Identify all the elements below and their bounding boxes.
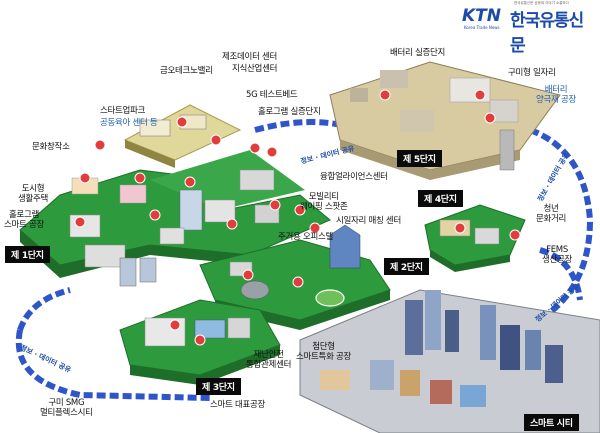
ktn-logo-mark: KTN bbox=[462, 6, 501, 26]
logo-tagline: 한국유통신문 공동체 이야기 소통하다 bbox=[514, 1, 569, 5]
label-fems: FEMS 생산공장 bbox=[542, 245, 573, 265]
label-geumo-techno-valley: 금오테크노밸리 bbox=[160, 66, 213, 76]
district-1-tag: 제 1단지 bbox=[5, 246, 50, 263]
data-sharing-road bbox=[15, 119, 594, 401]
label-5g-test-bed: 5G 테스트베드 bbox=[246, 90, 298, 100]
logo-mark-subtitle: Korea Trade News bbox=[464, 25, 500, 30]
label-mobility-spot: 모빌리티 웨이핑 스팟존 bbox=[300, 192, 348, 212]
label-startup-park-sub: 공동육아 센터 등 bbox=[100, 118, 158, 128]
label-urban-housing: 도시형 생활주택 bbox=[18, 184, 49, 204]
techno-valley-block bbox=[123, 104, 242, 168]
district-2-tag: 제 2단지 bbox=[384, 258, 429, 275]
newspaper-logo: 한국유통신문 공동체 이야기 소통하다 KTN Korea Trade News… bbox=[458, 1, 596, 56]
label-manufacturing-data-center: 제조데이터 센터 bbox=[222, 52, 278, 62]
label-startup-park: 스타트업파크 bbox=[100, 106, 146, 116]
label-convergence-alliance: 융합얼라이언스센터 bbox=[320, 172, 388, 182]
label-gumi-job: 구미형 일자리 bbox=[508, 68, 556, 78]
smart-city-tag: 스마트 시티 bbox=[524, 414, 579, 431]
label-culture-creation: 문화창작소 bbox=[32, 142, 70, 152]
label-battery-complex: 배터리 실증단지 bbox=[390, 48, 446, 58]
newspaper-name: 한국유통신문 bbox=[510, 11, 584, 56]
label-knowledge-industry-center: 지식산업센터 bbox=[232, 64, 278, 74]
label-job-matching: 시일자리 매칭 센터 bbox=[336, 216, 401, 226]
label-disaster-safety: 재난안전 통합관제센터 bbox=[246, 350, 292, 370]
district-4-tag: 제 4단지 bbox=[418, 190, 463, 207]
district-1-buildings bbox=[69, 169, 280, 287]
district-3-tag: 제 3단지 bbox=[196, 378, 241, 395]
label-battery-factory: 배터리 양극재 공장 bbox=[536, 85, 577, 105]
district-4-block bbox=[424, 204, 526, 272]
label-gumi-smg: 구미 SMG 멀티플렉스시티 bbox=[40, 398, 93, 418]
label-smart-factory: 스마트 대표공장 bbox=[210, 400, 266, 410]
location-pins bbox=[74, 89, 521, 346]
district-5-tag: 제 5단지 bbox=[397, 150, 442, 167]
label-hologram-complex: 홀로그램 실증단지 bbox=[258, 107, 321, 117]
label-advanced-smart-factory: 첨단형 스마트특화 공장 bbox=[296, 342, 352, 362]
label-youth-culture: 청년 문화거리 bbox=[536, 204, 567, 224]
label-hologram-factory: 홀로그램 스마트 공장 bbox=[4, 210, 45, 230]
district-5-block bbox=[329, 61, 561, 180]
label-residential-office: 주거용 오피스텔 bbox=[278, 232, 334, 242]
smart-city-block bbox=[299, 289, 600, 433]
